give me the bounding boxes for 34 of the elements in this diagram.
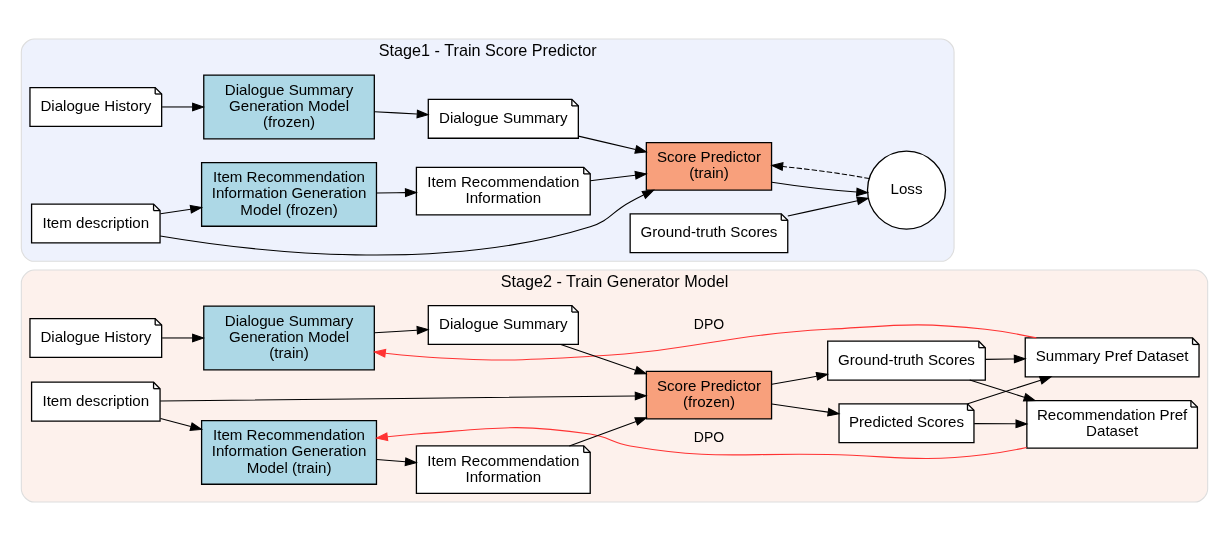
arrow bbox=[568, 416, 648, 446]
arrow bbox=[560, 343, 648, 374]
arrow bbox=[787, 195, 870, 217]
arrow bbox=[771, 371, 830, 385]
node-box: Item Recommendation Information Generation Model (frozen) bbox=[200, 161, 378, 227]
arrow bbox=[374, 426, 1028, 459]
arrow bbox=[770, 161, 870, 179]
arrow bbox=[771, 181, 870, 196]
node-box: Item Recommendation Information Generation Model (train) bbox=[200, 419, 378, 485]
edge-label: DPO bbox=[693, 428, 725, 445]
node-box: Score Predictor (frozen) bbox=[645, 370, 773, 420]
arrow bbox=[984, 353, 1027, 363]
arrow bbox=[160, 417, 204, 431]
arrow bbox=[589, 170, 648, 181]
arrow bbox=[577, 135, 648, 154]
node-box: Dialogue Summary Generation Model (train) bbox=[203, 304, 375, 370]
arrow bbox=[160, 204, 204, 214]
node-circle: Loss bbox=[866, 149, 947, 230]
arrow bbox=[372, 323, 1037, 361]
edge-label: DPO bbox=[693, 315, 725, 332]
arrow bbox=[969, 379, 1037, 401]
arrow bbox=[771, 403, 841, 417]
arrow bbox=[161, 101, 206, 111]
arrow bbox=[159, 188, 655, 255]
arrow bbox=[161, 332, 206, 342]
node-box: Dialogue Summary Generation Model (frozen) bbox=[203, 73, 375, 139]
arrow bbox=[159, 390, 648, 402]
arrow bbox=[376, 456, 418, 466]
arrow bbox=[374, 325, 430, 335]
arrow bbox=[376, 187, 418, 197]
arrow bbox=[973, 418, 1029, 428]
node-box: Score Predictor (train) bbox=[645, 141, 773, 191]
arrow bbox=[374, 109, 430, 119]
arrow bbox=[967, 375, 1053, 404]
